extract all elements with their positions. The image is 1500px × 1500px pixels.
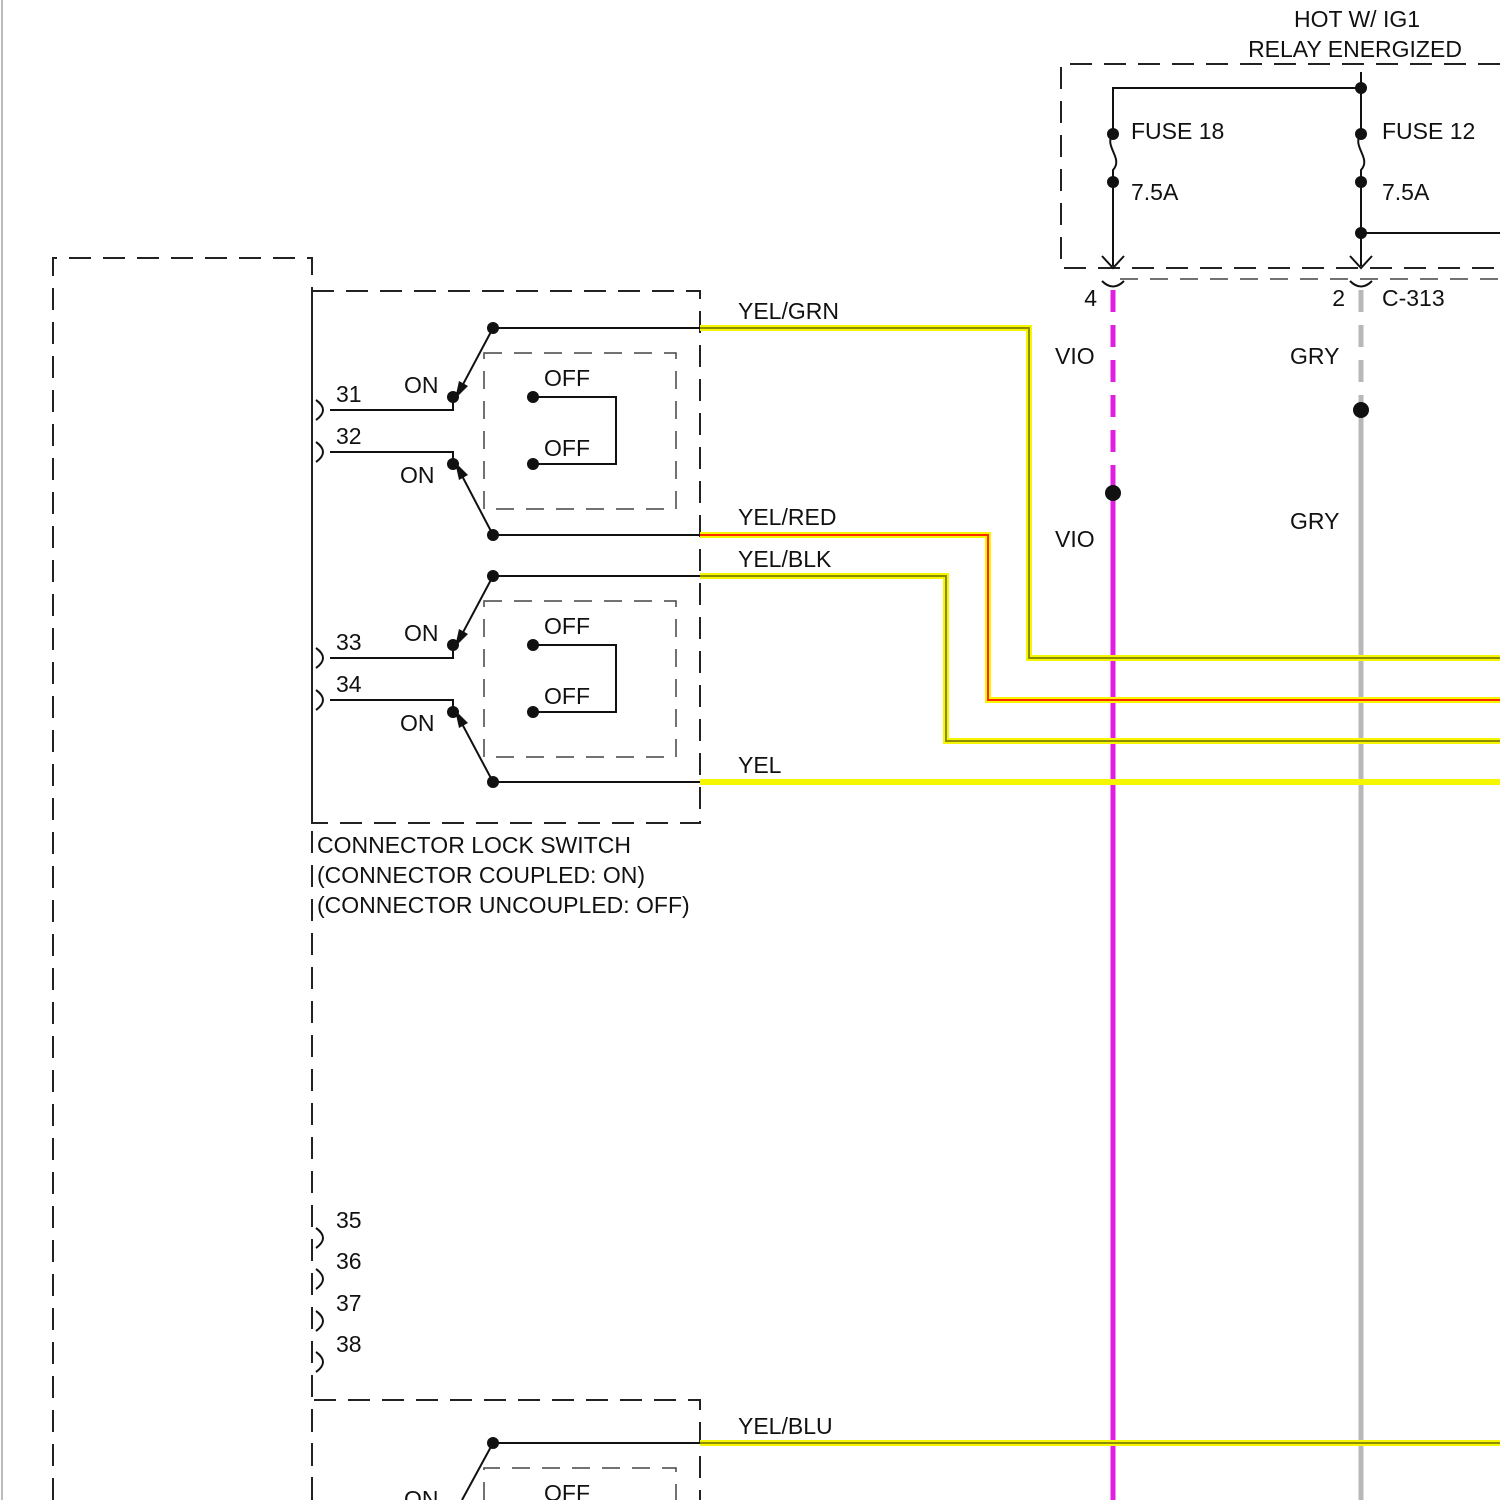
wire-label-yel: YEL xyxy=(738,752,782,778)
wire-label-yel-blk: YEL/BLK xyxy=(738,546,832,572)
c313-pin2-cup-icon xyxy=(1350,281,1372,287)
switch-b-off-upper: OFF xyxy=(544,613,590,639)
switch-c-on-upper: ON xyxy=(404,1486,439,1500)
gry-wire[interactable] xyxy=(1353,290,1369,1500)
switch-b-on-upper: ON xyxy=(404,620,439,646)
pin-31-cup-icon xyxy=(316,400,323,420)
wire-label-yel-blu: YEL/BLU xyxy=(738,1413,833,1439)
pin-38-cup-icon xyxy=(316,1352,323,1372)
pin-32-label: 32 xyxy=(336,423,362,449)
power-title-line2: RELAY ENERGIZED xyxy=(1248,36,1462,62)
pin-36-label: 36 xyxy=(336,1248,362,1274)
fuse-12-icon xyxy=(1358,134,1364,182)
connector-lock-switch-box-lower xyxy=(312,1400,700,1500)
vio-splice xyxy=(1105,485,1121,501)
switch-a xyxy=(316,322,700,541)
wire-label-yel-red: YEL/RED xyxy=(738,504,836,530)
wire-label-gry-upper: GRY xyxy=(1290,343,1339,369)
connector-lock-switch-box-upper xyxy=(312,291,700,823)
pin-37-cup-icon xyxy=(316,1311,323,1331)
switch-a-off-upper: OFF xyxy=(544,365,590,391)
pin-37-label: 37 xyxy=(336,1290,362,1316)
switch-b-upper-blade xyxy=(460,576,493,638)
switch-b-lower-blade xyxy=(460,720,493,782)
pin-32-cup-icon xyxy=(316,442,323,462)
pin-33-label: 33 xyxy=(336,629,362,655)
pin-35-cup-icon xyxy=(316,1228,323,1248)
power-title-line1: HOT W/ IG1 xyxy=(1294,6,1420,32)
switch-a-upper-blade xyxy=(460,328,493,390)
switch-a-lower-blade xyxy=(460,472,493,535)
fuse-18[interactable] xyxy=(1102,128,1124,268)
switch-caption-line2: (CONNECTOR COUPLED: ON) xyxy=(317,862,645,888)
pin-31-label: 31 xyxy=(336,381,362,407)
pin-36-cup-icon xyxy=(316,1269,323,1289)
vio-wire[interactable] xyxy=(1105,290,1121,1500)
switch-c-off-upper: OFF xyxy=(544,1480,590,1500)
pin-34-label: 34 xyxy=(336,671,362,697)
switch-a-on-lower: ON xyxy=(400,462,435,488)
fuse-18-label: FUSE 18 xyxy=(1131,118,1224,144)
switch-caption-line3: (CONNECTOR UNCOUPLED: OFF) xyxy=(317,892,690,918)
switch-caption-line1: CONNECTOR LOCK SWITCH xyxy=(317,832,631,858)
switch-c-upper-blade xyxy=(462,1443,493,1500)
gry-splice xyxy=(1353,402,1369,418)
fuse-12-label: FUSE 12 xyxy=(1382,118,1475,144)
c313-pin-vio: 4 xyxy=(1084,285,1097,311)
fuse-12-rating: 7.5A xyxy=(1382,179,1430,205)
pin-35-label: 35 xyxy=(336,1207,362,1233)
wire-label-vio-upper: VIO xyxy=(1055,343,1095,369)
connector-c313-label: C-313 xyxy=(1382,285,1445,311)
pin-38-label: 38 xyxy=(336,1331,362,1357)
wire-label-gry-lower: GRY xyxy=(1290,508,1339,534)
switch-b-off-lower: OFF xyxy=(544,683,590,709)
fuse-18-rating: 7.5A xyxy=(1131,179,1179,205)
c313-pin4-cup-icon xyxy=(1102,281,1124,287)
wire-label-vio-lower: VIO xyxy=(1055,526,1095,552)
c313-pin-gry: 2 xyxy=(1332,285,1345,311)
switch-a-on-upper: ON xyxy=(404,372,439,398)
fuse-box-outline xyxy=(1061,64,1500,268)
wire-label-yel-grn: YEL/GRN xyxy=(738,298,839,324)
switch-b-on-lower: ON xyxy=(400,710,435,736)
wire-yel-grn[interactable] xyxy=(700,328,1500,658)
pin-33-cup-icon xyxy=(316,648,323,668)
switch-b xyxy=(316,570,700,788)
pin-34-cup-icon xyxy=(316,690,323,710)
switch-a-off-lower: OFF xyxy=(544,435,590,461)
control-unit-outline xyxy=(53,258,312,1500)
fuse-18-icon xyxy=(1110,134,1116,182)
